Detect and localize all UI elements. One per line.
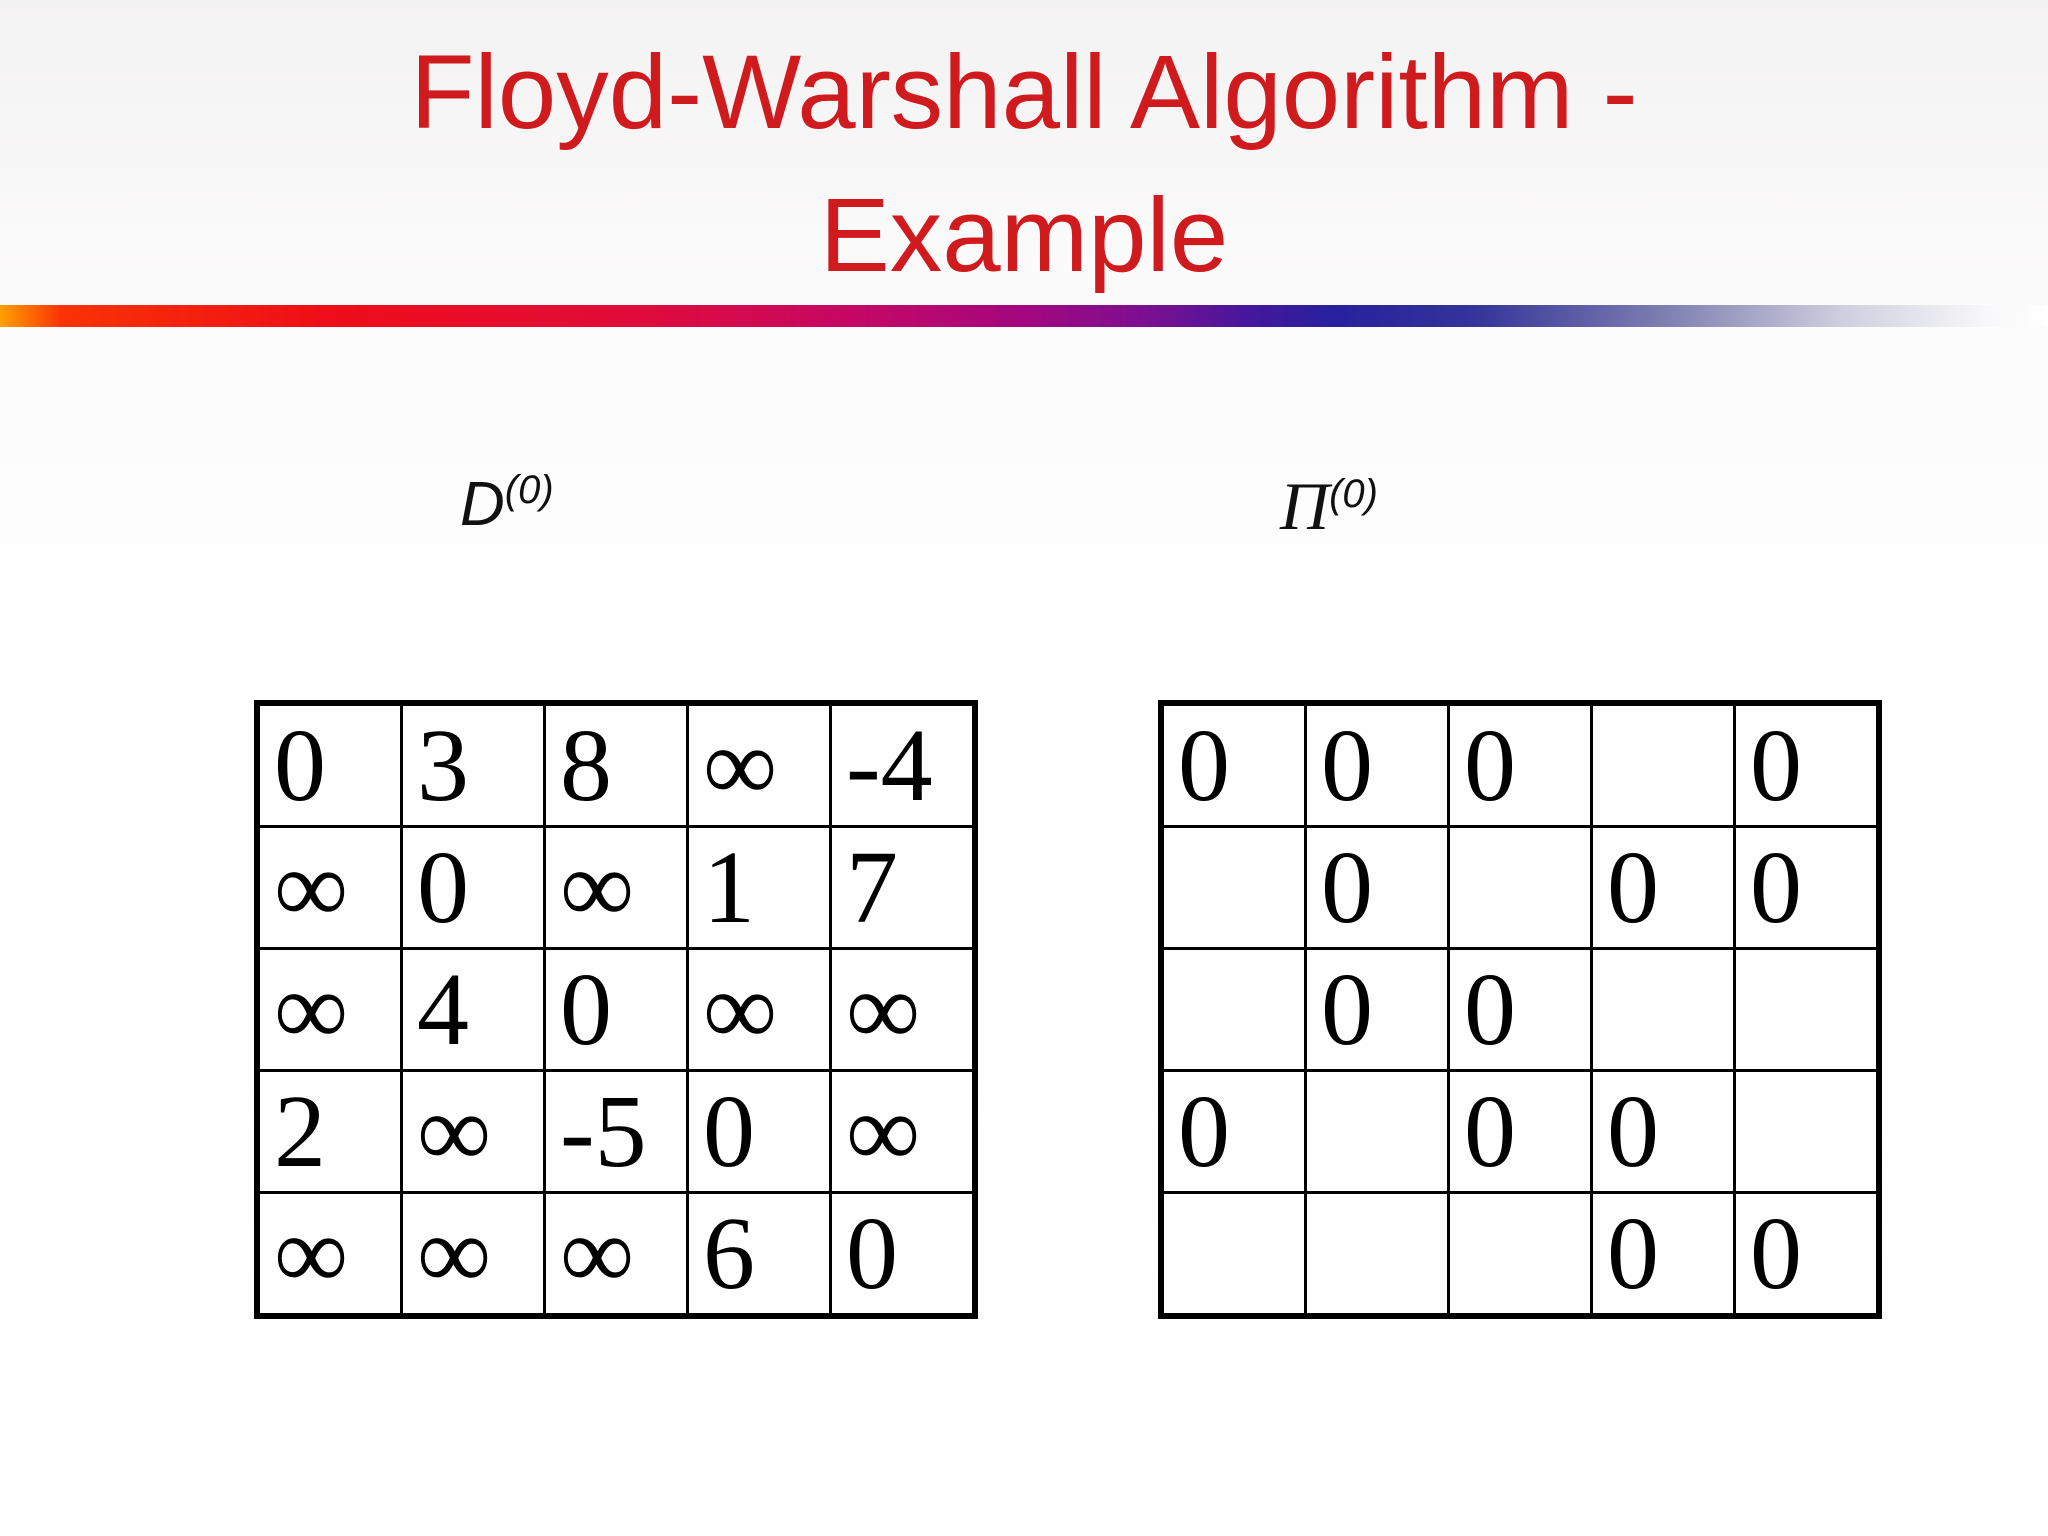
matrix-cell: 0 — [1447, 701, 1593, 828]
matrix-cell — [1590, 701, 1736, 828]
matrix-cell: 0 — [1447, 947, 1593, 1072]
matrix-cell — [1590, 947, 1736, 1072]
matrix-cell: ∞ — [400, 1069, 546, 1194]
matrix-pi-label-base: Π — [1280, 468, 1330, 544]
slide-title-line2: Example — [819, 176, 1229, 294]
matrix-cell: 0 — [1590, 1191, 1736, 1318]
matrix-cell — [1304, 1069, 1450, 1194]
matrix-cell: 0 — [1447, 1069, 1593, 1194]
matrix-cell: 0 — [1304, 825, 1450, 950]
matrix-cell: -4 — [829, 701, 977, 828]
matrix-cell: ∞ — [829, 947, 977, 1072]
matrix-cell: ∞ — [400, 1191, 546, 1318]
matrix-cell: ∞ — [255, 1191, 403, 1318]
matrix-cell: 3 — [400, 701, 546, 828]
gradient-divider — [0, 305, 2048, 327]
matrix-cell: 0 — [1304, 947, 1450, 1072]
matrix-d-label-base: D — [460, 470, 505, 539]
matrix-cell: 2 — [255, 1069, 403, 1194]
matrix-cell — [1733, 1069, 1881, 1194]
matrix-cell: 0 — [1590, 825, 1736, 950]
matrix-cell: 8 — [543, 701, 689, 828]
matrix-cell — [1159, 947, 1307, 1072]
matrix-cell — [1447, 1191, 1593, 1318]
matrix-cell: ∞ — [255, 825, 403, 950]
matrix-cell — [1733, 947, 1881, 1072]
matrix-cell: 0 — [543, 947, 689, 1072]
matrix-cell — [1447, 825, 1593, 950]
matrix-cell: ∞ — [829, 1069, 977, 1194]
matrix-cell — [1159, 825, 1307, 950]
matrix-cell: 0 — [1733, 701, 1881, 828]
matrix-d-label: D(0) — [460, 470, 554, 536]
matrix-cell: 0 — [686, 1069, 832, 1194]
matrix-cell: ∞ — [686, 947, 832, 1072]
slide-title: Floyd-Warshall Algorithm - Example — [0, 22, 2048, 308]
matrix-cell — [1159, 1191, 1307, 1318]
slide-title-line1: Floyd-Warshall Algorithm - — [410, 34, 1638, 151]
matrix-cell: 7 — [829, 825, 977, 950]
matrix-cell — [1304, 1191, 1450, 1318]
matrix-cell: 6 — [686, 1191, 832, 1318]
matrix-cell: -5 — [543, 1069, 689, 1194]
matrix-cell: 0 — [255, 701, 403, 828]
matrix-cell: 0 — [829, 1191, 977, 1318]
matrix-cell: ∞ — [543, 1191, 689, 1318]
matrix-cell: ∞ — [543, 825, 689, 950]
matrix-cell: 0 — [1733, 1191, 1881, 1318]
matrix-cell: ∞ — [255, 947, 403, 1072]
matrix-cell: ∞ — [686, 701, 832, 828]
matrix-cell: 0 — [1590, 1069, 1736, 1194]
matrix-cell: 0 — [400, 825, 546, 950]
matrix-cell: 0 — [1159, 1069, 1307, 1194]
matrix-cell: 0 — [1304, 701, 1450, 828]
matrix-cell: 0 — [1159, 701, 1307, 828]
matrix-cell: 0 — [1733, 825, 1881, 950]
matrix-cell: 4 — [400, 947, 546, 1072]
matrix-d-label-superscript: (0) — [504, 468, 554, 512]
matrix-pi-label: Π(0) — [1280, 472, 1378, 540]
matrix-pi-label-superscript: (0) — [1329, 472, 1378, 516]
matrix-cell: 1 — [686, 825, 832, 950]
